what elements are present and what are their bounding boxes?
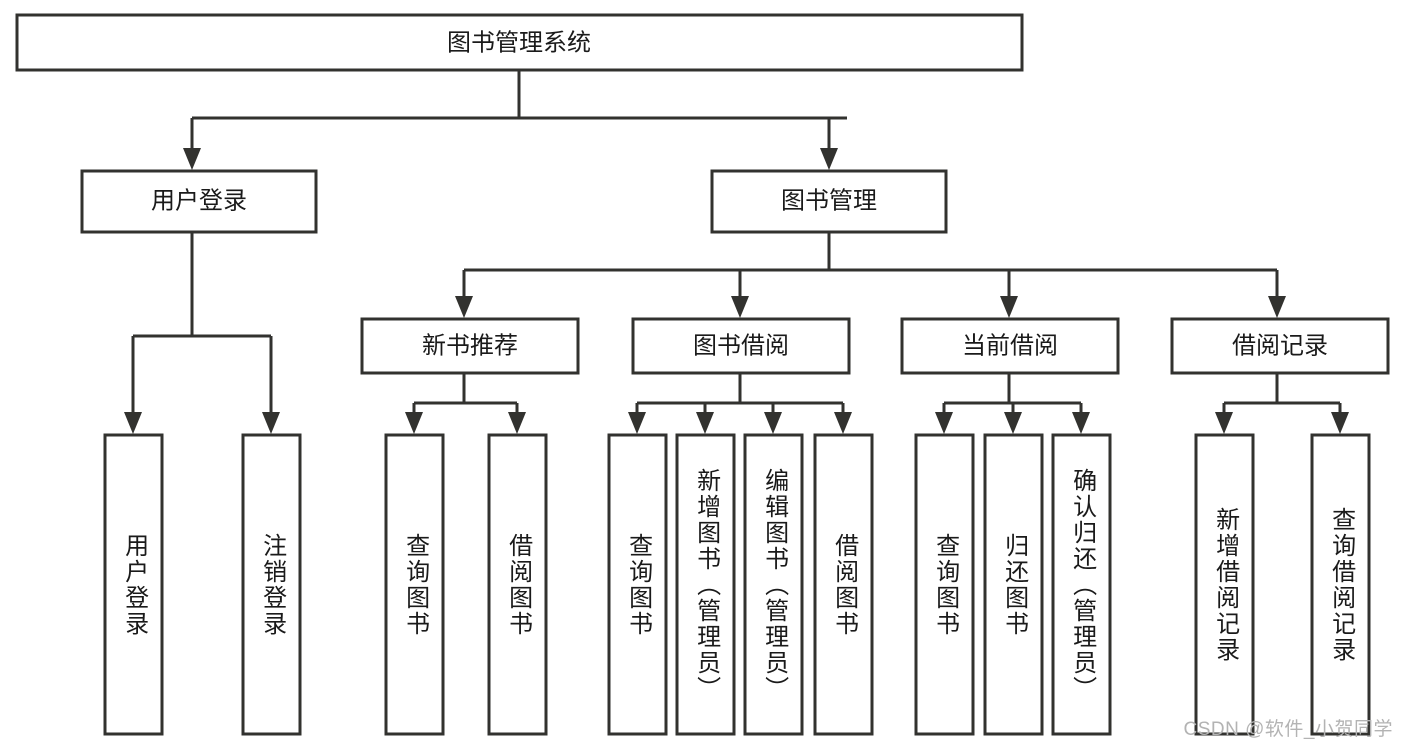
connector-group-root	[183, 70, 847, 170]
arrow-head-leaf-query-record	[1331, 412, 1349, 434]
arrow-head-new-book-recommend	[455, 296, 473, 318]
node-user-login[interactable]: 用户登录	[80, 169, 318, 234]
connector-group-new-book-recommend	[405, 373, 526, 434]
arrow-head-book-management	[820, 148, 838, 170]
arrow-head-leaf-query-book-1	[405, 412, 423, 434]
leaf-query-record-box[interactable]	[1310, 433, 1371, 736]
leaf-query-book-2-box[interactable]	[607, 433, 668, 736]
arrow-head-book-borrow	[731, 296, 749, 318]
leaf-node-confirm-return[interactable]: 确认归还（管理员）	[1051, 433, 1112, 736]
arrow-head-leaf-query-book-2	[628, 412, 646, 434]
node-borrow-record-box[interactable]	[1170, 317, 1390, 375]
leaf-borrow-book-2-box[interactable]	[813, 433, 874, 736]
leaf-query-book-1-box[interactable]	[384, 433, 445, 736]
leaf-add-book-label: 新增图书（管理员）	[693, 468, 721, 702]
connector-group-book-management	[455, 232, 1286, 318]
node-book-management-label: 图书管理	[781, 187, 877, 214]
leaf-add-book-box[interactable]	[675, 433, 736, 736]
leaf-edit-book-label: 编辑图书（管理员）	[761, 468, 789, 702]
leaf-add-record-box[interactable]	[1194, 433, 1255, 736]
leaf-user-login-box[interactable]	[103, 433, 164, 736]
leaf-query-book-3-box[interactable]	[914, 433, 975, 736]
leaf-node-user-logout[interactable]: 注销登录	[241, 433, 302, 736]
node-current-borrow-label: 当前借阅	[962, 332, 1058, 359]
node-book-borrow-box[interactable]	[631, 317, 851, 375]
connector-group-borrow-record	[1215, 373, 1349, 434]
leaf-node-return-book[interactable]: 归还图书	[983, 433, 1044, 736]
node-current-borrow[interactable]: 当前借阅	[900, 317, 1120, 375]
arrow-head-leaf-add-record	[1215, 412, 1233, 434]
node-borrow-record-label: 借阅记录	[1232, 332, 1328, 359]
node-new-book-recommend[interactable]: 新书推荐	[360, 317, 580, 375]
leaf-confirm-return-box[interactable]	[1051, 433, 1112, 736]
arrow-head-leaf-borrow-book-2	[834, 412, 852, 434]
leaf-user-login-label: 用户登录	[121, 533, 149, 637]
leaf-node-query-book-2[interactable]: 查询图书	[607, 433, 668, 736]
node-book-management[interactable]: 图书管理	[710, 169, 948, 234]
leaf-query-book-2-label: 查询图书	[625, 533, 653, 637]
arrow-head-leaf-add-book	[696, 412, 714, 434]
node-borrow-record[interactable]: 借阅记录	[1170, 317, 1390, 375]
connector-group-book-borrow	[628, 373, 852, 434]
arrow-head-user-login	[183, 148, 201, 170]
leaf-add-record-label: 新增借阅记录	[1212, 507, 1240, 663]
node-book-management-box[interactable]	[710, 169, 948, 234]
node-new-book-recommend-label: 新书推荐	[422, 332, 518, 359]
connector-group-current-borrow	[935, 373, 1090, 434]
arrow-head-current-borrow	[1000, 296, 1018, 318]
leaf-edit-book-box[interactable]	[743, 433, 804, 736]
arrow-head-leaf-user-login	[124, 412, 142, 434]
leaf-return-book-label: 归还图书	[1001, 533, 1029, 637]
leaf-borrow-book-2-label: 借阅图书	[831, 533, 859, 637]
leaf-node-edit-book[interactable]: 编辑图书（管理员）	[743, 433, 804, 736]
node-new-book-recommend-box[interactable]	[360, 317, 580, 375]
arrow-head-leaf-confirm-return	[1072, 412, 1090, 434]
leaf-node-user-login[interactable]: 用户登录	[103, 433, 164, 736]
node-root[interactable]: 图书管理系统	[15, 13, 1024, 72]
leaf-return-book-box[interactable]	[983, 433, 1044, 736]
arrow-head-leaf-user-logout	[262, 412, 280, 434]
leaf-user-logout-label: 注销登录	[259, 533, 287, 637]
leaf-user-logout-box[interactable]	[241, 433, 302, 736]
leaf-query-book-3-label: 查询图书	[932, 533, 960, 637]
node-user-login-label: 用户登录	[151, 187, 247, 214]
leaf-node-query-book-3[interactable]: 查询图书	[914, 433, 975, 736]
leaf-node-borrow-book-1[interactable]: 借阅图书	[487, 433, 548, 736]
node-book-borrow-label: 图书借阅	[693, 332, 789, 359]
node-root-label: 图书管理系统	[447, 29, 591, 56]
connector-group-user-login	[124, 232, 280, 434]
leaf-confirm-return-label: 确认归还（管理员）	[1069, 468, 1097, 702]
leaf-node-borrow-book-2[interactable]: 借阅图书	[813, 433, 874, 736]
node-book-borrow[interactable]: 图书借阅	[631, 317, 851, 375]
node-root-box[interactable]	[15, 13, 1024, 72]
leaf-query-book-1-label: 查询图书	[402, 533, 430, 637]
leaf-query-record-label: 查询借阅记录	[1328, 507, 1356, 663]
leaf-node-query-record[interactable]: 查询借阅记录	[1310, 433, 1371, 736]
arrow-head-leaf-borrow-book-1	[508, 412, 526, 434]
arrow-head-leaf-edit-book	[764, 412, 782, 434]
leaf-node-add-record[interactable]: 新增借阅记录	[1194, 433, 1255, 736]
node-current-borrow-box[interactable]	[900, 317, 1120, 375]
leaf-node-add-book[interactable]: 新增图书（管理员）	[675, 433, 736, 736]
leaf-borrow-book-1-label: 借阅图书	[505, 533, 533, 637]
leaf-borrow-book-1-box[interactable]	[487, 433, 548, 736]
leaf-node-query-book-1[interactable]: 查询图书	[384, 433, 445, 736]
node-user-login-box[interactable]	[80, 169, 318, 234]
arrow-head-borrow-record	[1268, 296, 1286, 318]
arrow-head-leaf-return-book	[1004, 412, 1022, 434]
arrow-head-leaf-query-book-3	[935, 412, 953, 434]
